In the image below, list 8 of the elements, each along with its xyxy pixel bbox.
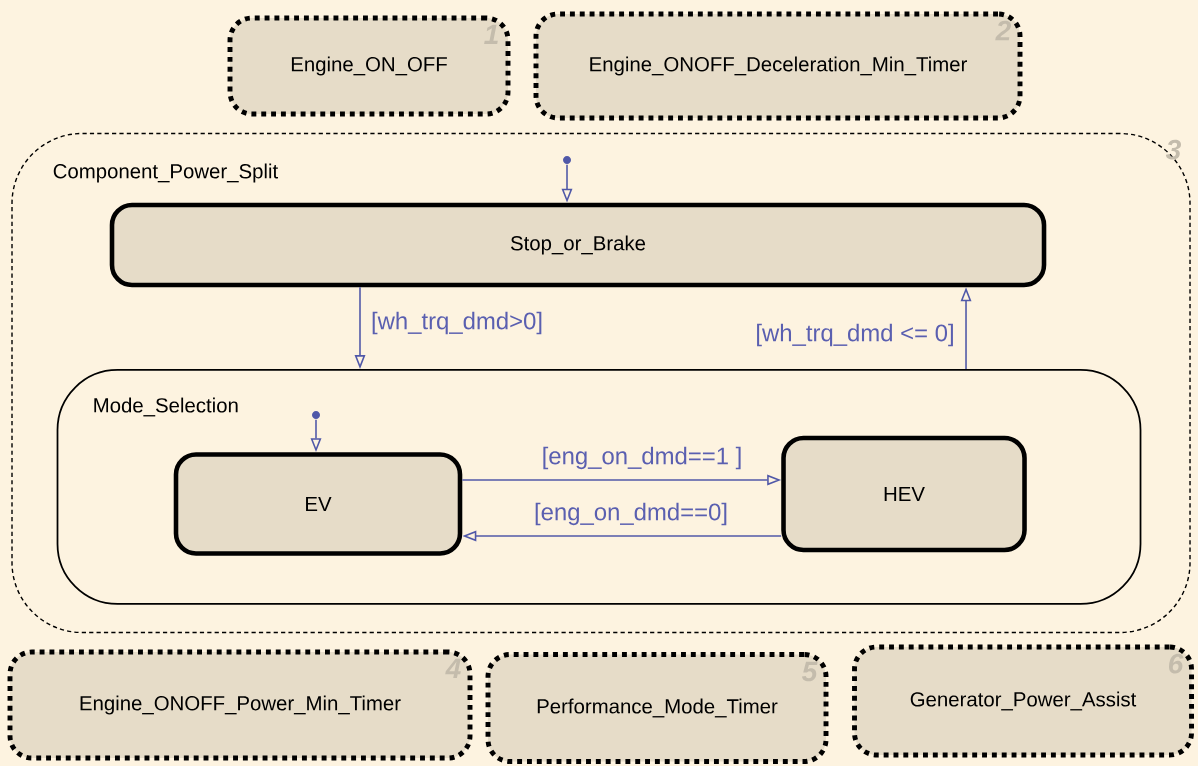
transition-label: [eng_on_dmd==1 ] bbox=[538, 443, 746, 473]
state-number: 3 bbox=[1165, 139, 1181, 160]
state-box: HEV bbox=[781, 435, 1027, 553]
transition-label: [wh_trq_dmd <= 0] bbox=[751, 320, 959, 350]
transition-label: [eng_on_dmd==0] bbox=[530, 499, 732, 529]
state-box: EV bbox=[173, 452, 463, 556]
state-box: Stop_or_Brake bbox=[109, 202, 1047, 288]
transition-label: [wh_trq_dmd>0] bbox=[367, 308, 547, 338]
